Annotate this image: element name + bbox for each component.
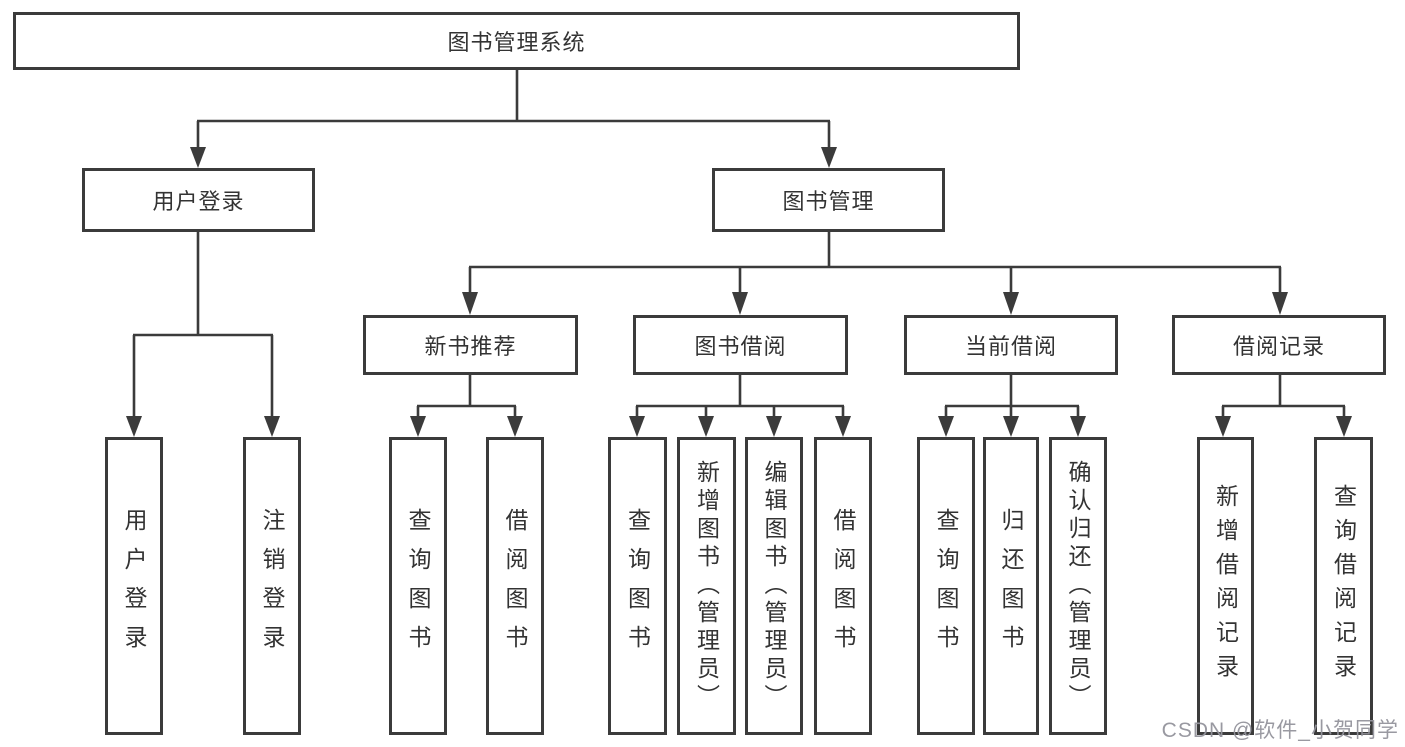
leaf-label: 归还图书 xyxy=(998,508,1024,664)
leaf-user-login: 用户登录 xyxy=(105,437,163,735)
node-label: 借阅记录 xyxy=(1232,334,1325,359)
leaf-confirm-return-admin: 确认归还（管理员） xyxy=(1049,437,1107,735)
leaf-label: 查询图书 xyxy=(405,508,431,664)
csdn-watermark: CSDN @软件_小贺同学 xyxy=(1161,719,1399,742)
leaf-add-book-admin: 新增图书（管理员） xyxy=(677,437,736,735)
leaf-borrow-books-recommend: 借阅图书 xyxy=(486,437,544,735)
arrowheads xyxy=(126,147,1352,437)
leaf-edit-book-admin: 编辑图书（管理员） xyxy=(745,437,803,735)
leaf-label: 用户登录 xyxy=(121,508,147,664)
node-label: 当前借阅 xyxy=(964,334,1057,359)
leaf-borrow-books-borrowing: 借阅图书 xyxy=(814,437,872,735)
node-library-management-system: 图书管理系统 xyxy=(13,12,1020,70)
node-label: 用户登录 xyxy=(152,189,245,214)
node-label: 图书管理系统 xyxy=(447,30,586,55)
leaf-label: 注销登录 xyxy=(259,508,285,664)
node-label: 图书借阅 xyxy=(694,334,787,359)
leaf-label: 编辑图书（管理员） xyxy=(761,460,787,712)
leaf-label: 确认归还（管理员） xyxy=(1065,460,1091,712)
leaf-label: 查询借阅记录 xyxy=(1330,484,1357,688)
leaf-add-borrow-record: 新增借阅记录 xyxy=(1197,437,1254,735)
node-book-management: 图书管理 xyxy=(712,168,945,232)
node-user-login: 用户登录 xyxy=(82,168,315,232)
node-borrowing-records: 借阅记录 xyxy=(1172,315,1386,375)
leaf-label: 新增借阅记录 xyxy=(1212,484,1239,688)
leaf-query-books-recommend: 查询图书 xyxy=(389,437,447,735)
leaf-label: 借阅图书 xyxy=(830,508,856,664)
leaf-query-borrow-record: 查询借阅记录 xyxy=(1314,437,1373,735)
node-label: 新书推荐 xyxy=(424,334,517,359)
node-current-borrowing: 当前借阅 xyxy=(904,315,1118,375)
leaf-label: 借阅图书 xyxy=(502,508,528,664)
leaf-label: 查询图书 xyxy=(624,508,651,664)
node-book-borrowing: 图书借阅 xyxy=(633,315,848,375)
leaf-query-books-borrowing: 查询图书 xyxy=(608,437,667,735)
leaf-return-book: 归还图书 xyxy=(983,437,1039,735)
leaf-query-books-current: 查询图书 xyxy=(917,437,975,735)
node-label: 图书管理 xyxy=(782,189,875,214)
leaf-logout: 注销登录 xyxy=(243,437,301,735)
leaf-label: 新增图书（管理员） xyxy=(693,460,720,712)
node-new-book-recommend: 新书推荐 xyxy=(363,315,578,375)
leaf-label: 查询图书 xyxy=(933,508,959,664)
